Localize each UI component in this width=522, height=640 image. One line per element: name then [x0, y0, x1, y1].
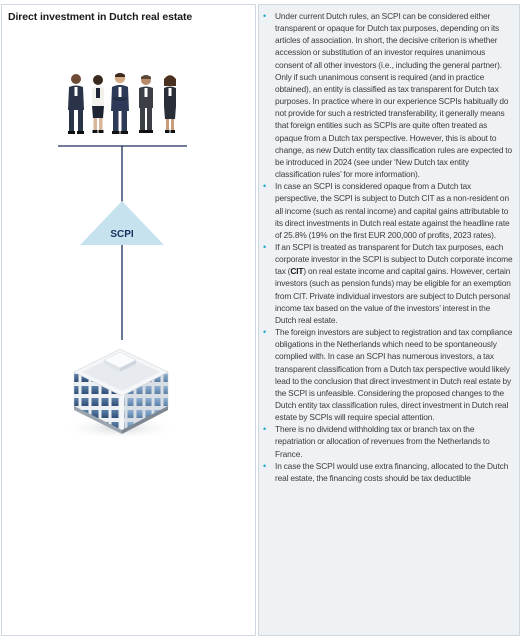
investor-person-1	[68, 74, 84, 134]
bullet-icon: •	[263, 11, 267, 21]
bullet-text: In case an SCPI is considered opaque fro…	[275, 181, 510, 240]
bullet-text: The foreign investors are subject to reg…	[275, 327, 513, 423]
panel-title: Direct investment in Dutch real estate	[8, 11, 193, 23]
bullet-icon: •	[263, 327, 267, 338]
investor-person-5	[164, 75, 176, 133]
list-item: • There is no dividend withholding tax or…	[263, 423, 513, 459]
office-building-icon	[60, 348, 180, 440]
scpi-triangle	[80, 201, 164, 245]
scpi-label: SCPI	[110, 229, 134, 240]
bullet-text: If an SCPI is treated as transparent for…	[275, 241, 513, 325]
bullet-icon: •	[263, 424, 267, 435]
bullet-icon: •	[263, 241, 267, 252]
investor-person-2	[92, 75, 104, 133]
people-group-icon	[68, 72, 176, 134]
bullet-list: • Under current Dutch rules, an SCPI can …	[259, 5, 519, 484]
structure-diagram: SCPI	[58, 72, 187, 440]
list-item: • The foreign investors are subject to re…	[263, 326, 513, 423]
list-item: • In case an SCPI is considered opaque fr…	[263, 180, 513, 241]
text-panel: • Under current Dutch rules, an SCPI can …	[258, 4, 520, 636]
bullet-text: In case the SCPI would use extra financi…	[275, 460, 509, 483]
list-item: • If an SCPI is treated as transparent fo…	[263, 241, 513, 326]
diagram-panel: Direct investment in Dutch real estate	[1, 4, 256, 636]
list-item: • Under current Dutch rules, an SCPI can …	[263, 10, 513, 180]
bullet-icon: •	[263, 460, 267, 471]
bullet-text: There is no dividend withholding tax or …	[275, 424, 490, 459]
investor-person-3	[111, 72, 129, 134]
bullet-icon: •	[263, 181, 267, 192]
list-item: • In case the SCPI would use extra financ…	[263, 460, 513, 484]
investor-person-4	[139, 75, 153, 133]
bullet-text: Under current Dutch rules, an SCPI can b…	[275, 11, 512, 180]
